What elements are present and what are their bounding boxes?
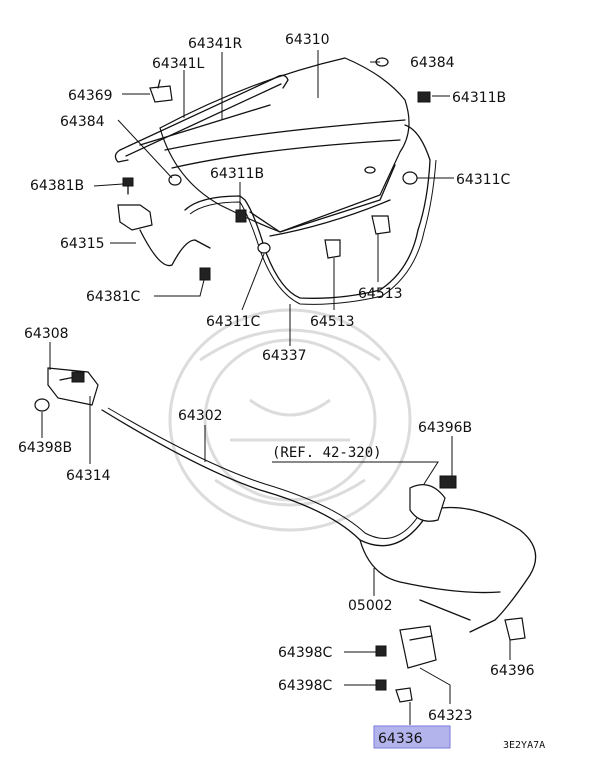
label-64311C-right: 64311C <box>456 172 511 188</box>
label-64513-left: 64513 <box>310 314 355 330</box>
label-64396: 64396 <box>490 663 535 679</box>
part-labels: 64341R 64310 64341L 64384 64369 64311B 6… <box>18 32 545 751</box>
bumper-64311C-right[interactable] <box>402 171 418 185</box>
label-64311C-low: 64311C <box>206 314 261 330</box>
torsion-bar-part[interactable] <box>114 74 289 163</box>
bolt-64398C-upper[interactable] <box>375 645 387 657</box>
label-64384-left: 64384 <box>60 114 105 130</box>
label-64381C: 64381C <box>86 289 141 305</box>
release-lever-ref[interactable] <box>409 475 457 522</box>
nut-64398B[interactable] <box>34 398 50 412</box>
highlight-box-64336 <box>373 725 451 749</box>
label-64398C-upper: 64398C <box>278 645 333 661</box>
label-64341L: 64341L <box>152 56 205 72</box>
lock-assembly-64308[interactable] <box>47 367 99 406</box>
label-64323: 64323 <box>428 708 473 724</box>
bumper-64311B-mid[interactable] <box>235 209 247 223</box>
label-64381B: 64381B <box>30 178 84 194</box>
label-05002: 05002 <box>348 598 393 614</box>
latch-64315[interactable] <box>117 204 211 267</box>
clip-64513-left[interactable] <box>324 239 341 259</box>
label-64310: 64310 <box>285 32 330 48</box>
label-64314: 64314 <box>66 468 111 484</box>
bumper-64311B-top[interactable] <box>417 91 431 103</box>
label-64315: 64315 <box>60 236 105 252</box>
leader-lines <box>41 50 511 725</box>
release-cable-part[interactable] <box>101 407 537 633</box>
label-64336: 64336 <box>378 731 423 747</box>
bolt-64398C-lower[interactable] <box>375 679 387 691</box>
label-64398B: 64398B <box>18 440 72 456</box>
lever-64336[interactable] <box>395 687 413 703</box>
bumper-64311C-low[interactable] <box>257 242 271 254</box>
label-64311B-mid: 64311B <box>210 166 264 182</box>
bracket-64369[interactable] <box>149 79 173 103</box>
label-64302: 64302 <box>178 408 223 424</box>
label-64398C-lower: 64398C <box>278 678 333 694</box>
label-64396B: 64396B <box>418 420 472 436</box>
label-64308: 64308 <box>24 326 69 342</box>
opener-64323[interactable] <box>399 599 471 669</box>
label-64341R: 64341R <box>188 36 243 52</box>
label-64513-right: 64513 <box>358 286 403 302</box>
clip-64513-right[interactable] <box>371 215 391 235</box>
bolt-64381B[interactable] <box>122 177 134 195</box>
clip-64396[interactable] <box>504 617 526 641</box>
bolt-64381C[interactable] <box>199 267 211 281</box>
label-64337: 64337 <box>262 348 307 364</box>
label-64369: 64369 <box>68 88 113 104</box>
ref-note: (REF. 42-320) <box>272 445 382 461</box>
label-64384-top: 64384 <box>410 55 455 71</box>
diagram-code: 3E2YA7A <box>503 740 545 751</box>
label-64311B-top: 64311B <box>452 90 506 106</box>
